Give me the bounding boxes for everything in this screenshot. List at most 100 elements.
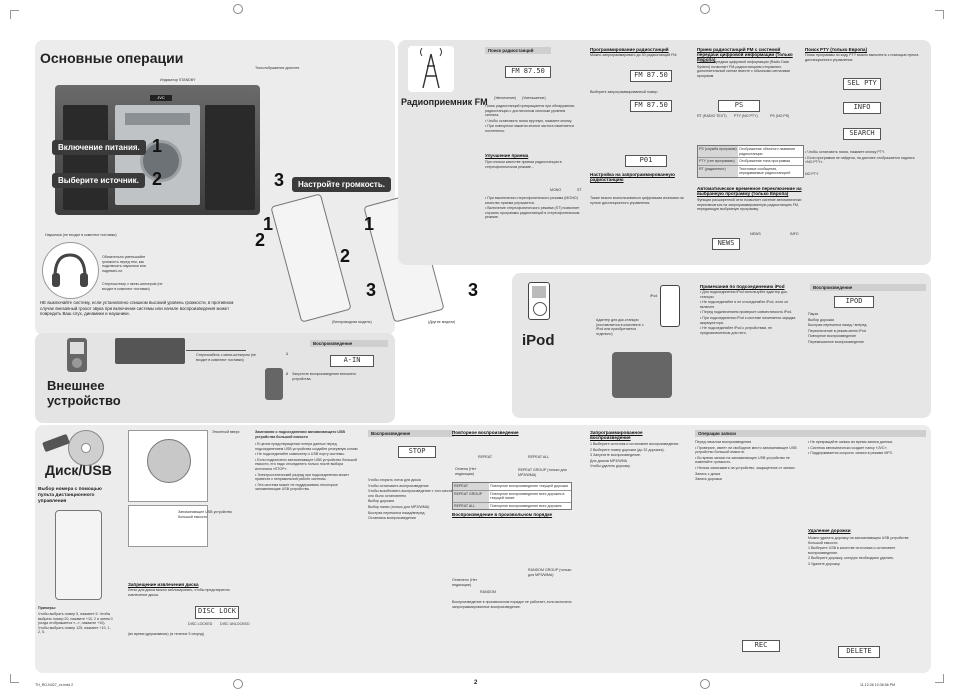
- remote-heading: Выбор номера с помощью пульта дистанцион…: [38, 487, 102, 504]
- fm-auto-title: Автоматическое временное переключение на…: [697, 186, 802, 196]
- step-number: 1: [263, 214, 274, 234]
- ipod-title: iPod: [522, 332, 555, 349]
- fm-rt-label: RT (RADIO TEXT): [697, 114, 727, 118]
- step-number: 2: [152, 169, 163, 189]
- random-label: RANDOM: [480, 590, 496, 594]
- headphones-icon: [42, 242, 99, 299]
- crop-mark: [10, 674, 19, 683]
- footer-right: 11.12.06 10:36:56 PM: [860, 683, 896, 687]
- fm-preset-screen: P01: [625, 155, 667, 167]
- fm-preset-text: Также можно воспользоваться цифровыми кн…: [590, 196, 684, 205]
- disc-tray: [128, 430, 208, 502]
- disc-locked: DISC LOCKED: [188, 622, 213, 626]
- registration-mark: [233, 679, 243, 689]
- disc-label: Этикеткой вверх: [212, 430, 240, 434]
- record-screen: REC: [742, 640, 780, 652]
- usb-notes: • В целях предотвращения потери данных п…: [255, 442, 359, 492]
- fm-preset-title: Настройка на запрограммированную радиост…: [590, 172, 675, 182]
- repeat-group-label: REPEAT GROUP (только для MP3/WMA): [518, 468, 567, 477]
- ipod-icon: [528, 282, 550, 320]
- crop-mark: [935, 10, 944, 19]
- external-step2-text: Запустите воспроизведение внешнего устро…: [292, 372, 357, 381]
- radio-tower-icon: [408, 46, 454, 92]
- step-number: 3: [468, 280, 479, 300]
- fm-program-step: Выберите запрограммированный номер.: [590, 90, 659, 94]
- remote-control-keypad: [55, 510, 102, 600]
- fm-improve-text: При плохом качестве приема радиостанции …: [485, 160, 562, 169]
- lock-text: Легко для диска можно заблокировать, что…: [128, 588, 230, 597]
- page-number: 2: [474, 680, 478, 686]
- disc-unlocked: DISC UNLOCKED: [220, 622, 250, 626]
- random-notes: Воспроизведение в произвольном порядке н…: [452, 600, 572, 609]
- play-section-title: Воспроизведение: [368, 430, 454, 437]
- fm-pty-screen: INFO: [843, 102, 881, 114]
- fm-pty-label: PTY (NO PTY): [734, 114, 758, 118]
- ipod-dock: [612, 352, 672, 398]
- standby-label: Индикатор STANDBY: [160, 78, 196, 82]
- step-number: 1: [364, 214, 375, 234]
- rds-table-cell: Текстовые сообщения, передаваемые радиос…: [739, 166, 791, 176]
- rds-table-cell: Отображение обычного названия радиостанц…: [739, 147, 795, 156]
- fm-auto-text: Функция расширенной сети позволяет систе…: [697, 198, 802, 212]
- recording-notes-right: • Не прекращайте запись во время записи …: [808, 440, 894, 456]
- examples-text: Чтобы выбрать номер 5, нажмите 5. Чтобы …: [38, 612, 113, 635]
- plug-note: Стереоштекер с мини-штекером (не входит …: [102, 282, 163, 291]
- fm-pty-text: Поиск программы по коду PTY можно выполн…: [805, 53, 919, 62]
- usb-heading: Замечания о подсоединении запоминающего …: [255, 430, 345, 439]
- fm-up-label: (Увеличение): [494, 96, 517, 100]
- remote-label-other: (Другие модели): [428, 320, 456, 324]
- delete-title: Удаление дорожки: [808, 528, 851, 533]
- delete-notes: Можно удалить дорожку на запоминающем US…: [808, 536, 909, 566]
- callout-power: Включение питания.: [52, 140, 146, 155]
- page-title: Основные операции: [40, 50, 184, 66]
- fm-pty-screen: SEL PTY: [843, 78, 881, 90]
- fm-pty-screen: SEARCH: [843, 128, 881, 140]
- stereo-unit: JVC: [55, 85, 260, 215]
- ipod-list-item: Перемешанное воспроизведение: [808, 339, 865, 344]
- ipod-section-title: Воспроизведение: [810, 284, 926, 291]
- fm-news-label: NEWS: [750, 232, 761, 236]
- repeat-table-cell: Повторное воспроизведение всех дорожек в…: [490, 491, 565, 501]
- rds-table: PS (служба программ)Отображение обычного…: [697, 145, 804, 178]
- lock-screen: DISC LOCK: [195, 606, 239, 619]
- program-title: Запрограммированное воспроизведение: [590, 430, 643, 440]
- warning: НЕ выключайте систему, если установлено …: [40, 300, 234, 317]
- callout-volume: Настройте громкость.: [292, 177, 391, 192]
- ipod-connect-title: Примечания по подсоединению iPod: [700, 284, 785, 289]
- step-number: 3: [366, 280, 377, 300]
- random-group-label: RANDOM GROUP (только для MP3/WMA): [528, 568, 572, 577]
- repeat-table-cell: Повторное воспроизведение всех дорожек: [490, 503, 562, 508]
- lock-caption2: (в течение 5 секунд): [170, 632, 204, 636]
- ipod-screen: IPOD: [834, 296, 874, 308]
- random-title: Воспроизведение в произвольном порядке: [452, 512, 553, 517]
- disc-icon: [68, 430, 104, 466]
- fm-down-label: (Уменьшение): [522, 96, 546, 100]
- recording-notes-left: Перед началом воспроизведения • Проверьт…: [695, 440, 797, 482]
- rds-table-cell: RT (радиотекст): [698, 165, 738, 177]
- repeat-title: Повторное воспроизведение: [452, 430, 519, 435]
- rds-table-cell: PS (служба программ): [698, 146, 738, 158]
- fm-screen: FM 87.50: [630, 100, 672, 112]
- warning-text: НЕ выключайте систему, если установлено …: [40, 300, 245, 317]
- fm-program-text: Можно запрограммировать до 30 радиостанц…: [590, 53, 678, 57]
- fm-screen: FM 87.50: [505, 66, 551, 78]
- examples-heading: Примеры:: [38, 606, 57, 610]
- play-notes: Чтобы открыть лоток для диска Чтобы оста…: [368, 478, 460, 521]
- step-number: 3: [274, 170, 285, 190]
- recording-section-title: Операции записи: [695, 430, 926, 437]
- fm-no-pty: NO PTY: [805, 172, 819, 176]
- headphone-note: Обязательно уменьшайте громкость перед т…: [102, 255, 146, 273]
- repeat-table-cell: REPEAT ALL: [453, 502, 489, 510]
- repeat-cancel-label: Отмена (Нет индикации): [455, 467, 477, 476]
- stop-screen: STOP: [398, 446, 436, 458]
- usb-label: Запоминающее USB устройство большой емко…: [178, 510, 233, 519]
- fm-search-title: Поиск радиостанций: [485, 47, 551, 54]
- fm-screen: FM 87.50: [630, 70, 672, 82]
- crop-mark: [10, 10, 19, 19]
- ipod-list: Пауза Выбор дорожки Быстрая перемотка на…: [808, 312, 923, 346]
- registration-mark: [700, 679, 710, 689]
- fm-program-title: Программирование радиостанций: [590, 47, 669, 52]
- callout-source: Выберите источник.: [52, 173, 145, 188]
- rds-table-cell: Отображение типа программы: [739, 159, 791, 164]
- registration-mark: [700, 4, 710, 14]
